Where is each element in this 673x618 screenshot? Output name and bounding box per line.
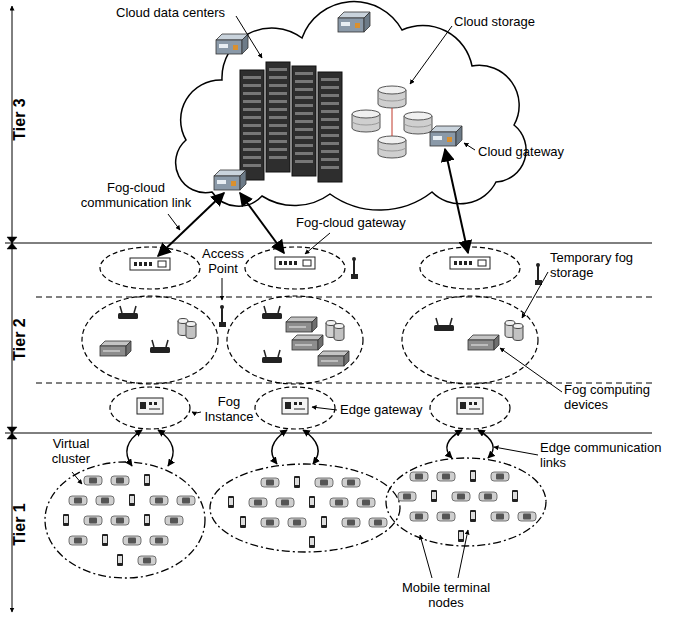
virtual-cluster-outlines <box>45 458 546 578</box>
car-icon <box>276 498 294 507</box>
car-icon <box>369 518 387 527</box>
phone-icon <box>294 476 300 488</box>
callout-label: Temporary fog storage <box>550 250 658 281</box>
fog-cloud-links <box>158 149 468 256</box>
phone-icon <box>63 514 69 526</box>
car-icon <box>342 478 360 487</box>
car-icon <box>491 472 509 481</box>
car-icon <box>177 496 195 505</box>
car-icon <box>165 516 183 525</box>
tier-label: Tier 3 <box>11 79 30 159</box>
car-icon <box>261 478 279 487</box>
cloud-outline <box>176 1 526 210</box>
phone-icon <box>228 496 234 508</box>
car-icon <box>261 518 279 527</box>
car-icon <box>249 498 267 507</box>
phone-icon <box>309 536 315 548</box>
cloud-gateway-icons <box>214 12 462 190</box>
phone-icon <box>431 490 437 502</box>
phone-icon <box>470 470 476 482</box>
callout-label: Fog-cloud gateway <box>296 215 436 230</box>
car-icon <box>330 498 348 507</box>
car-icon <box>96 496 114 505</box>
phone-icon <box>470 510 476 522</box>
car-icon <box>491 512 509 521</box>
fog-devices <box>100 257 542 414</box>
car-icon <box>69 536 87 545</box>
car-icon <box>398 492 416 501</box>
car-icon <box>410 512 428 521</box>
edge-links <box>127 430 493 466</box>
tier-label: Tier 2 <box>11 299 30 379</box>
callout-label: Cloud data centers <box>116 5 238 20</box>
car-icon <box>84 476 102 485</box>
car-icon <box>138 556 156 565</box>
leader-lines <box>72 16 562 578</box>
car-icon <box>150 496 168 505</box>
callout-label: Virtual cluster <box>40 436 102 467</box>
car-icon <box>518 512 536 521</box>
phone-icon <box>512 490 518 502</box>
phone-icon <box>144 514 150 526</box>
car-icon <box>479 492 497 501</box>
cloud-storage-icons <box>352 86 432 158</box>
fog-instance-outlines <box>82 247 538 429</box>
callout-label: Fog Instance <box>200 394 258 425</box>
phone-icon <box>321 516 327 528</box>
car-icon <box>69 496 87 505</box>
car-icon <box>111 476 129 485</box>
phone-icon <box>309 496 315 508</box>
callout-label: Fog-cloud communication link <box>76 180 196 211</box>
car-icon <box>111 516 129 525</box>
callout-label: Fog computing devices <box>564 382 668 413</box>
callout-label: Edge gateway <box>340 402 450 417</box>
callout-label: Access Point <box>197 246 249 277</box>
callout-label: Mobile terminal nodes <box>394 580 498 611</box>
car-icon <box>452 492 470 501</box>
phone-icon <box>144 474 150 486</box>
phone-icon <box>458 530 464 542</box>
car-icon <box>150 536 168 545</box>
phone-icon <box>117 554 123 566</box>
car-icon <box>437 512 455 521</box>
phone-icon <box>102 534 108 546</box>
phone-icon <box>129 494 135 506</box>
callout-label: Cloud storage <box>454 14 564 29</box>
car-icon <box>357 498 375 507</box>
phone-icon <box>240 516 246 528</box>
mobile-terminals <box>63 470 536 566</box>
car-icon <box>410 472 428 481</box>
tier-label: Tier 1 <box>11 484 30 564</box>
callout-label: Cloud gateway <box>478 144 588 159</box>
car-icon <box>437 472 455 481</box>
car-icon <box>84 516 102 525</box>
car-icon <box>123 536 141 545</box>
callout-label: Edge communication links <box>540 440 668 471</box>
car-icon <box>288 518 306 527</box>
car-icon <box>342 518 360 527</box>
cloud-servers <box>240 62 342 182</box>
car-icon <box>315 478 333 487</box>
